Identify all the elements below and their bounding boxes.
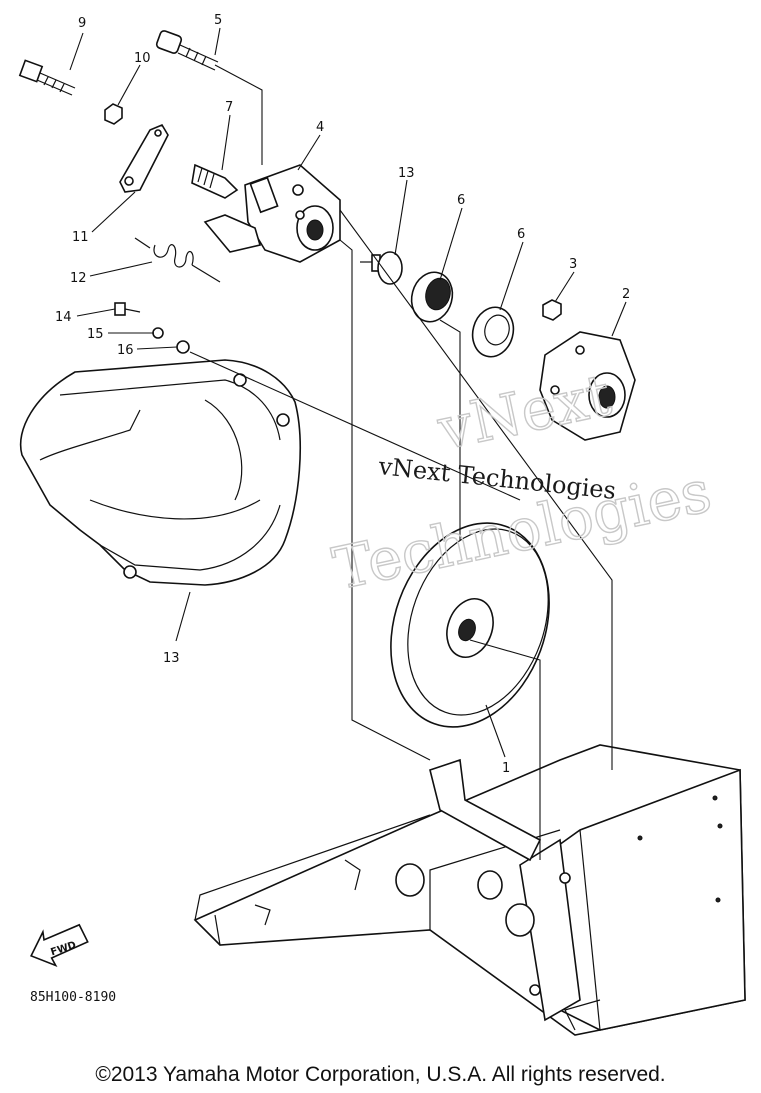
part-4-housing xyxy=(203,164,341,263)
callout-numbers: 9 5 10 7 4 11 12 13 6 6 3 2 14 15 16 13 … xyxy=(55,13,630,776)
callout-11: 12 xyxy=(70,271,87,286)
callout-1: 1 xyxy=(502,761,510,776)
callout-15: 15 xyxy=(87,327,104,342)
part-12-plug xyxy=(360,251,403,285)
part-1-sheave xyxy=(390,522,550,728)
part-13-cover xyxy=(19,359,301,586)
part-7-adjuster xyxy=(191,163,239,199)
part-15-washer xyxy=(152,327,164,339)
leader-lines xyxy=(69,27,627,758)
part-9-nut xyxy=(104,103,123,125)
callout-10: 11 xyxy=(72,230,89,245)
part-6-bushing-a xyxy=(410,271,454,323)
part-6-bushing-b xyxy=(471,306,515,358)
part-2-cap xyxy=(539,331,636,441)
callout-5: 5 xyxy=(214,13,222,28)
part-5-screw xyxy=(155,30,219,71)
callout-6a: 6 xyxy=(457,193,465,208)
assembly-lines xyxy=(189,64,613,860)
frame-assembly xyxy=(193,744,746,1036)
callout-3: 3 xyxy=(569,257,577,272)
callout-9: 10 xyxy=(134,51,151,66)
callout-7: 7 xyxy=(225,100,233,115)
part-3-nut xyxy=(542,299,562,321)
callout-4: 4 xyxy=(316,120,324,135)
copyright-footer: ©2013 Yamaha Motor Corporation, U.S.A. A… xyxy=(95,1063,666,1086)
callout-12: 13 xyxy=(398,166,415,181)
fwd-arrow: FWD xyxy=(30,923,89,968)
callout-14: 14 xyxy=(55,310,72,325)
part-8-bolt xyxy=(18,59,76,96)
watermark-text: vNext Technologies xyxy=(376,452,617,505)
callout-16: 16 xyxy=(117,343,134,358)
callout-6b: 6 xyxy=(517,227,525,242)
callout-13: 13 xyxy=(163,651,180,666)
part-11-spring xyxy=(134,237,221,283)
part-10-lever xyxy=(119,123,169,193)
drawing-code: 85H100-8190 xyxy=(30,990,116,1005)
part-14-screw xyxy=(114,302,141,316)
callout-8: 9 xyxy=(78,16,86,31)
part-16-nut xyxy=(176,340,190,354)
callout-2: 2 xyxy=(622,287,630,302)
watermark-outline-top: vNext xyxy=(431,361,616,464)
